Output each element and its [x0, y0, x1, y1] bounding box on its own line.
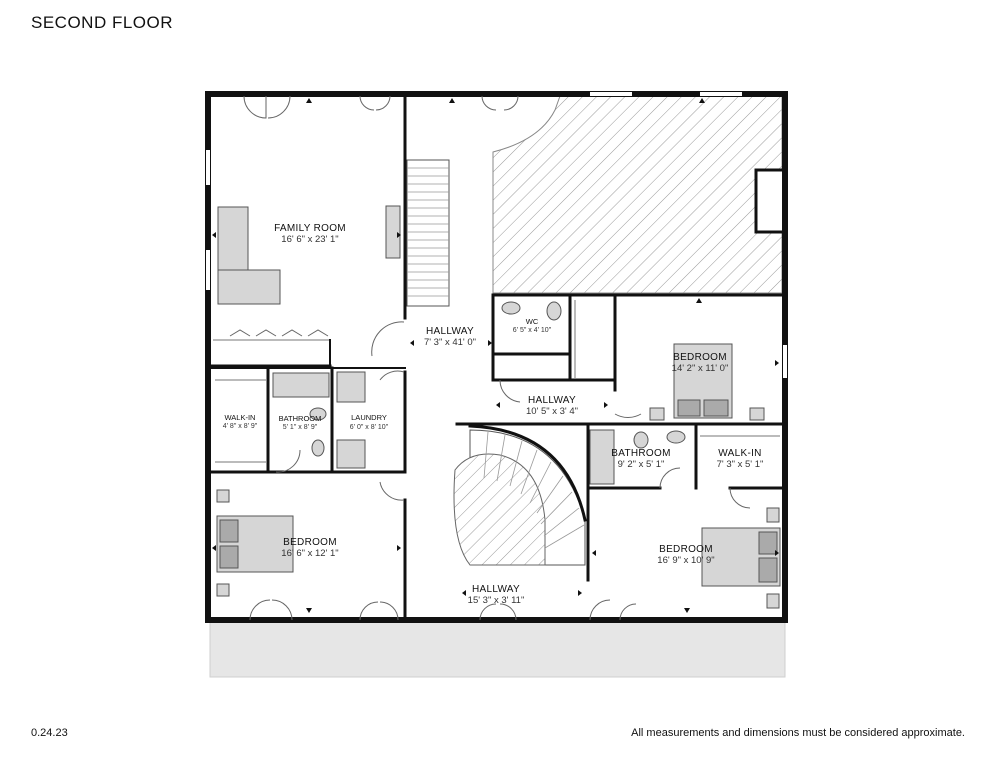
bedroom-se-name: BEDROOM [659, 544, 713, 555]
door-swings [229, 95, 751, 621]
walkin-e-dims: 7' 3" x 5' 1" [717, 459, 764, 470]
hallway-s-name: HALLWAY [472, 584, 520, 595]
bedroom-sw-dims: 16' 6" x 12' 1" [281, 548, 338, 559]
hallway-main-name: HALLWAY [426, 326, 474, 337]
hallway-main-dims: 7' 3" x 41' 0" [424, 337, 476, 348]
room-label-bedroom-ne: BEDROOM 14' 2" x 11' 0" [672, 352, 729, 374]
bathroom-w-dims: 5' 1" x 8' 9" [283, 424, 318, 431]
room-label-wc: WC 6' 5" x 4' 10" [513, 317, 552, 334]
toilet-bath-w [309, 407, 327, 421]
bedroom-ne-dims: 14' 2" x 11' 0" [672, 363, 729, 374]
room-label-laundry: LAUNDRY 6' 0" x 8' 10" [350, 413, 389, 431]
washer [336, 371, 366, 403]
room-label-walkin-e: WALK-IN 7' 3" x 5' 1" [717, 448, 764, 470]
windows [206, 92, 787, 378]
room-label-hallway-main: HALLWAY 7' 3" x 41' 0" [424, 326, 476, 348]
family-room-dims: 16' 6" x 23' 1" [281, 234, 338, 245]
toilet-wc [546, 301, 562, 321]
room-label-bathroom-w: BATHROOM 5' 1" x 8' 9" [279, 414, 322, 431]
laundry-dims: 6' 0" x 8' 10" [350, 424, 389, 431]
room-label-hallway-s: HALLWAY 15' 3" x 3' 11" [468, 584, 525, 606]
room-label-bathroom-e: BATHROOM 9' 2" x 5' 1" [611, 448, 670, 470]
bathroom-e-name: BATHROOM [611, 448, 670, 459]
wc-dims: 6' 5" x 4' 10" [513, 327, 552, 334]
bathroom-w-name: BATHROOM [279, 414, 322, 423]
bedroom-sw-name: BEDROOM [283, 537, 337, 548]
hallway-mid-name: HALLWAY [528, 395, 576, 406]
open-to-below-area [492, 95, 783, 294]
balcony [209, 619, 786, 678]
closet-rails [213, 300, 780, 463]
bedroom-ne-name: BEDROOM [673, 352, 727, 363]
fireplace [754, 168, 786, 234]
sink-bath-e [666, 430, 686, 444]
hallway-mid-dims: 10' 5" x 3' 4" [526, 406, 578, 417]
plan-date: 0.24.23 [31, 727, 68, 739]
wall-arrows [212, 98, 779, 613]
walkin-e-name: WALK-IN [718, 448, 761, 459]
room-label-family-room: FAMILY ROOM 16' 6" x 23' 1" [274, 223, 346, 245]
toilet-bath-e [633, 431, 649, 449]
bathtub-e [589, 429, 615, 485]
staircase-curved [453, 429, 586, 566]
bathtub-w [272, 372, 330, 398]
family-room-name: FAMILY ROOM [274, 223, 346, 234]
hallway-s-dims: 15' 3" x 3' 11" [468, 595, 525, 606]
room-label-bedroom-sw: BEDROOM 16' 6" x 12' 1" [281, 537, 338, 559]
walkin-w-dims: 4' 8" x 8' 9" [223, 423, 258, 430]
laundry-name: LAUNDRY [351, 413, 387, 422]
bathroom-e-dims: 9' 2" x 5' 1" [618, 459, 665, 470]
sink-wc [501, 301, 521, 315]
room-label-bedroom-se: BEDROOM 16' 9" x 10' 9" [657, 544, 714, 566]
wc-name: WC [526, 317, 539, 326]
disclaimer-text: All measurements and dimensions must be … [631, 727, 965, 739]
sink-bath-w [311, 439, 325, 457]
walls [205, 91, 788, 623]
tv-console [385, 205, 401, 259]
room-label-hallway-mid: HALLWAY 10' 5" x 3' 4" [526, 395, 578, 417]
floor-title: SECOND FLOOR [31, 13, 174, 32]
room-label-walkin-w: WALK-IN 4' 8" x 8' 9" [223, 413, 258, 430]
dryer [336, 439, 366, 469]
staircase-straight [406, 159, 450, 307]
furniture [216, 168, 786, 609]
bedroom-se-dims: 16' 9" x 10' 9" [657, 555, 714, 566]
walkin-w-name: WALK-IN [225, 413, 256, 422]
